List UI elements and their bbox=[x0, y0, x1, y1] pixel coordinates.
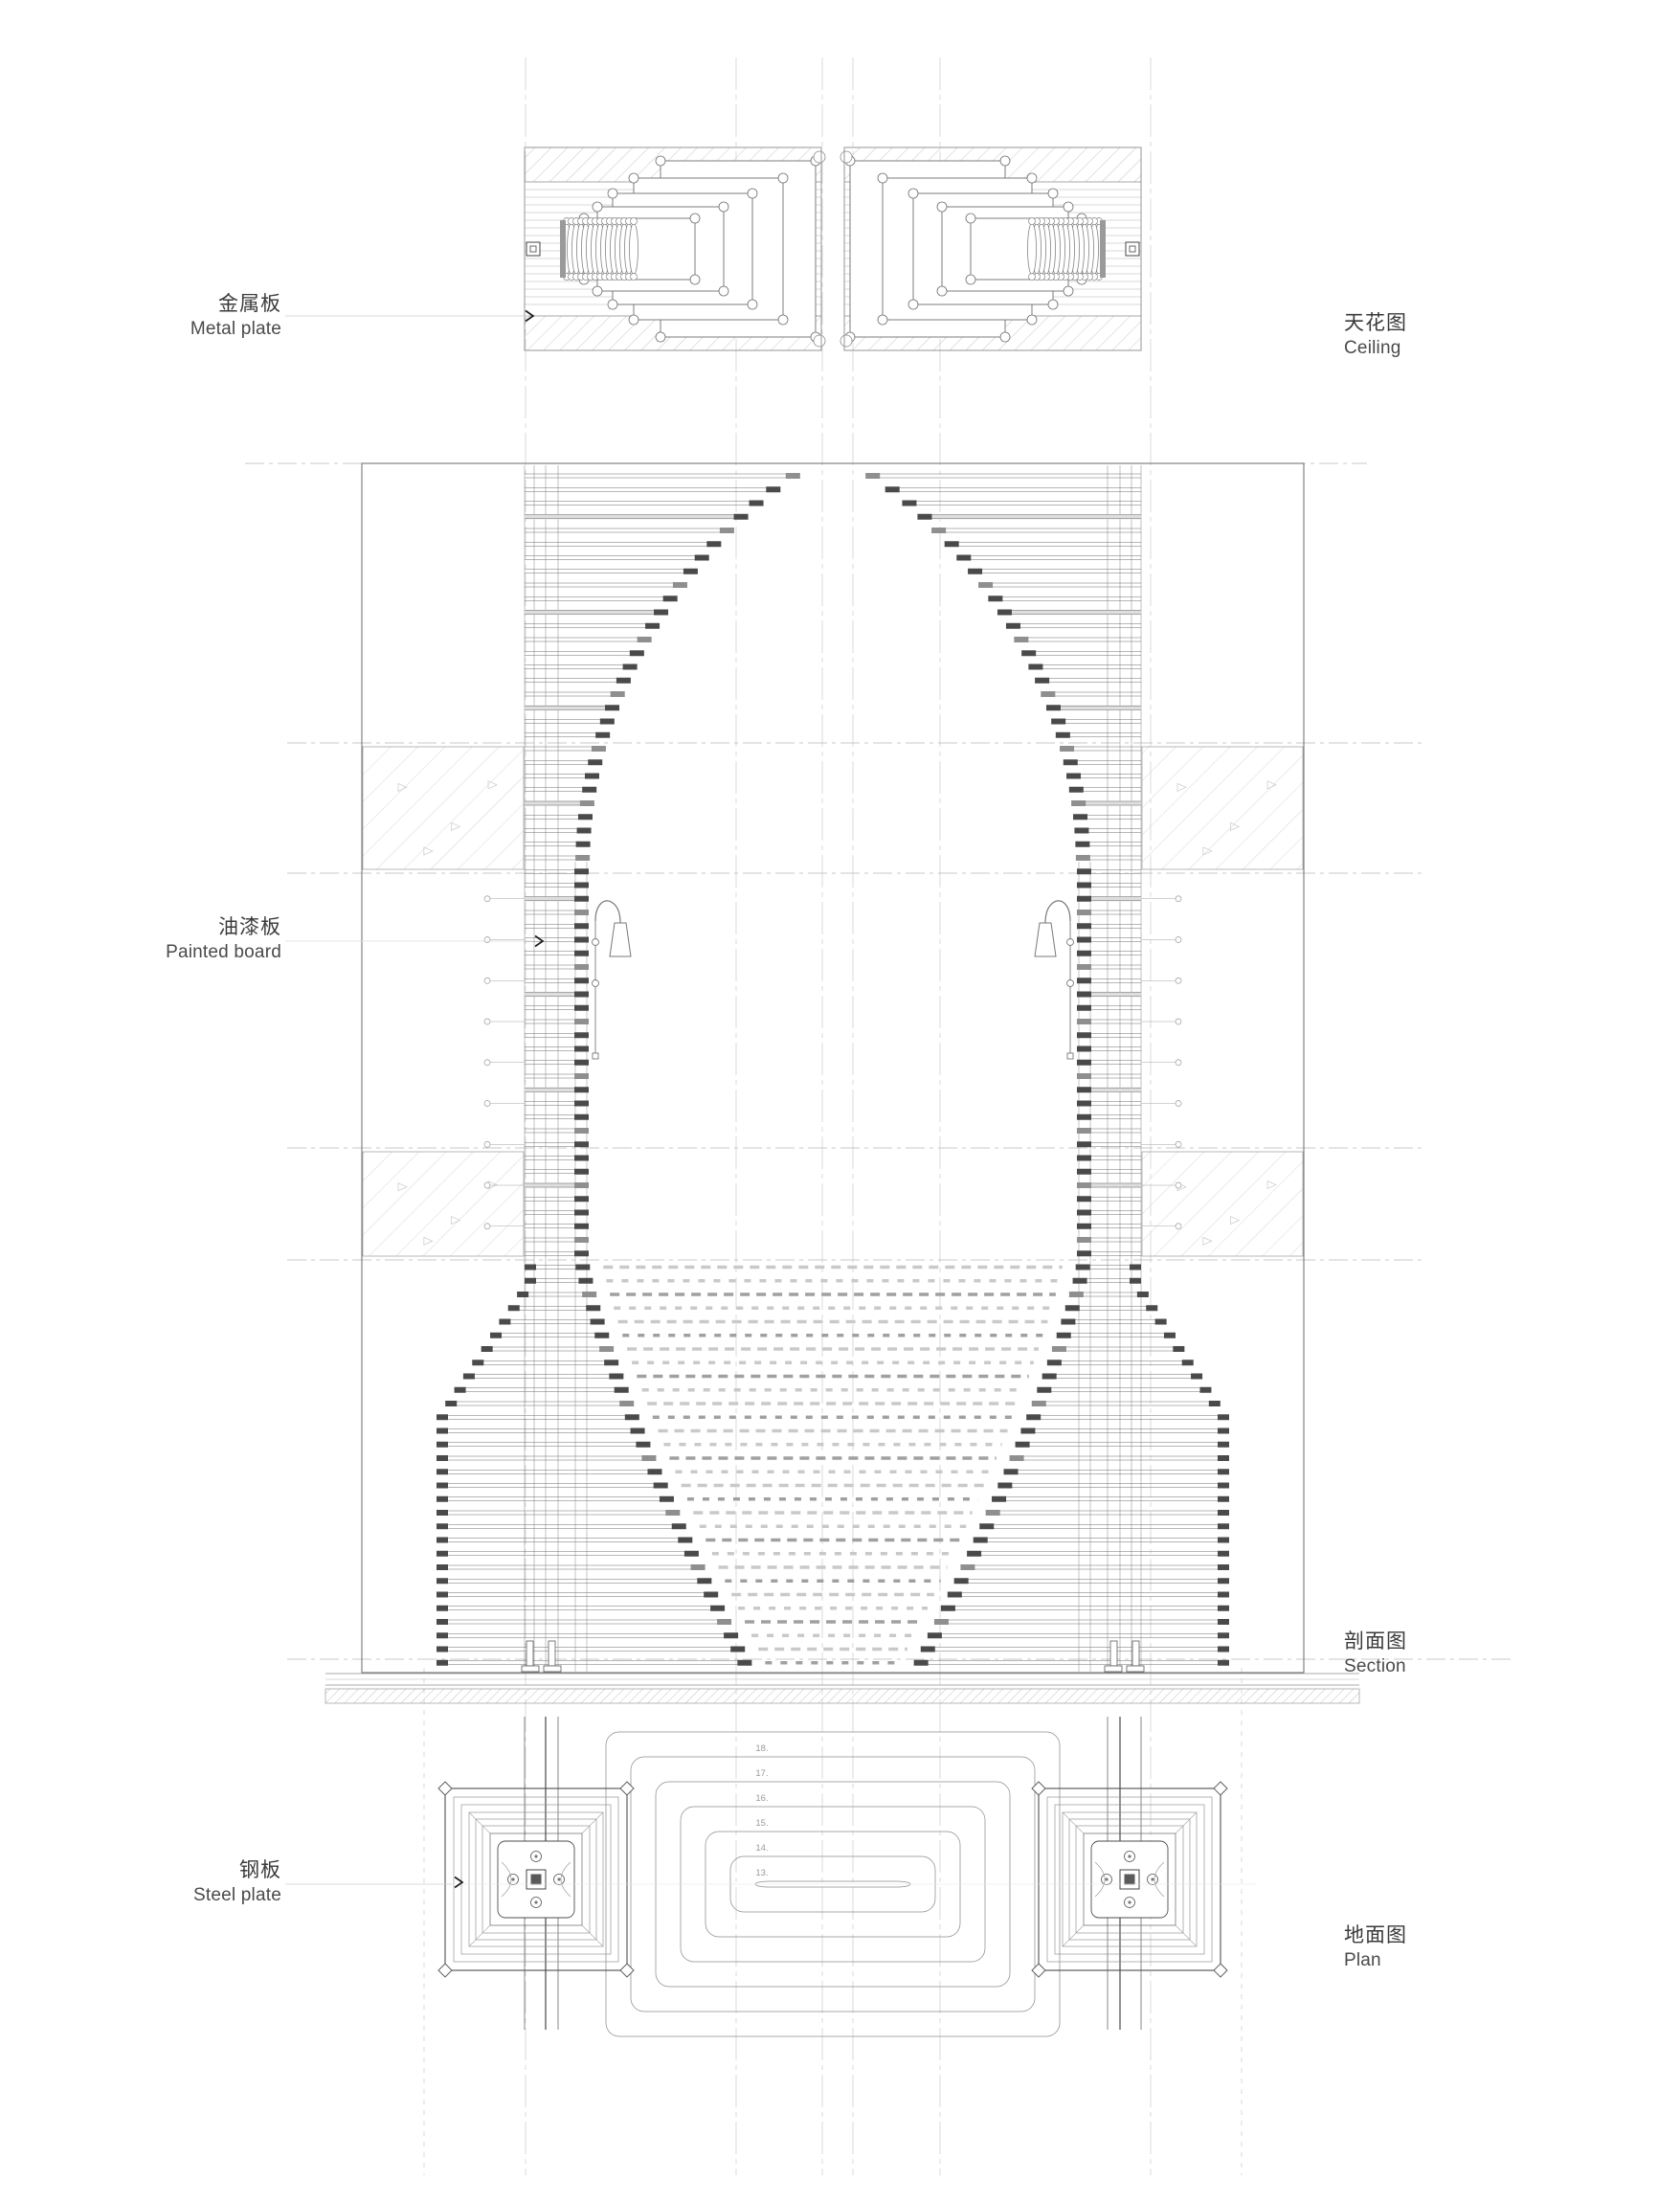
ceiling-view-title: 天花图 Ceiling bbox=[1344, 311, 1407, 361]
column-base bbox=[1031, 1781, 1228, 1978]
plan-label-en: Plan bbox=[1344, 1950, 1381, 1970]
leader-arrow-icon bbox=[525, 309, 535, 323]
datum-lines bbox=[245, 462, 1512, 1660]
painted-board-label-en: Painted board bbox=[166, 942, 281, 962]
plan-step-number: 14. bbox=[755, 1843, 768, 1854]
ceiling-label-zh: 天花图 bbox=[1344, 312, 1407, 334]
section-label-en: Section bbox=[1344, 1656, 1406, 1676]
ceiling-label-en: Ceiling bbox=[1344, 338, 1401, 358]
ceiling-plan-drawing bbox=[524, 146, 1142, 351]
wall-lamp-icon bbox=[1034, 900, 1074, 1060]
metal-plate-callout: 金属板 Metal plate bbox=[109, 292, 281, 342]
plan-step-number: 16. bbox=[755, 1793, 768, 1804]
plan-step-number: 17. bbox=[755, 1768, 768, 1779]
painted-board-label-zh: 油漆板 bbox=[218, 916, 281, 938]
plan-step-numbers: 18. 17. 16. 15. 14. 13. bbox=[755, 1743, 768, 1878]
floor-plan-drawing: 18. 17. 16. 15. 14. 13. bbox=[437, 1717, 1228, 2037]
label-leaders bbox=[285, 309, 1256, 1889]
steel-plate-callout: 钢板 Steel plate bbox=[109, 1858, 281, 1908]
steel-plate-label-en: Steel plate bbox=[193, 1885, 281, 1905]
section-drawing bbox=[325, 462, 1360, 1704]
leader-arrow-icon bbox=[454, 1876, 464, 1889]
metal-plate-label-en: Metal plate bbox=[190, 319, 281, 339]
grid-lines bbox=[423, 57, 1243, 2175]
section-label-zh: 剖面图 bbox=[1344, 1630, 1407, 1652]
plan-step-number: 13. bbox=[755, 1868, 768, 1878]
steel-plate-label-zh: 钢板 bbox=[239, 1859, 281, 1881]
plan-step-number: 18. bbox=[755, 1743, 768, 1754]
metal-plate-label-zh: 金属板 bbox=[218, 293, 281, 315]
plan-step-number: 15. bbox=[755, 1818, 768, 1829]
plan-label-zh: 地面图 bbox=[1344, 1924, 1407, 1946]
plan-view-title: 地面图 Plan bbox=[1344, 1923, 1407, 1973]
column-base bbox=[437, 1781, 635, 1978]
painted-board-callout: 油漆板 Painted board bbox=[109, 915, 281, 965]
wall-lamp-icon bbox=[592, 900, 632, 1060]
leader-arrow-icon bbox=[534, 934, 545, 948]
section-view-title: 剖面图 Section bbox=[1344, 1630, 1407, 1679]
